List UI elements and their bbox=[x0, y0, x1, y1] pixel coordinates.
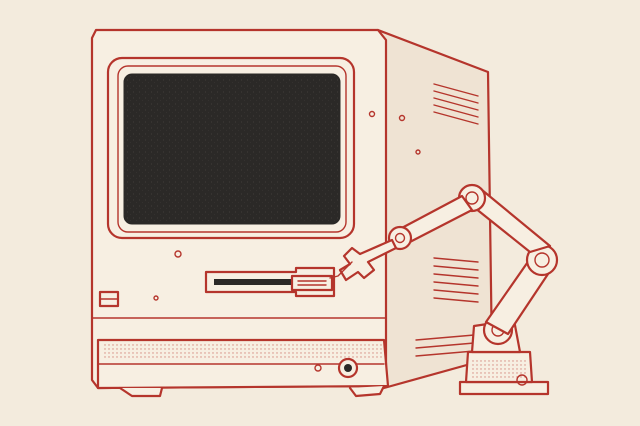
power-port-inner bbox=[344, 364, 352, 372]
indicator-led bbox=[314, 364, 322, 372]
robot-base-bolt bbox=[516, 374, 528, 386]
robot-base-halftone bbox=[470, 358, 528, 378]
robot-gripper bbox=[338, 238, 398, 282]
robotic-arm bbox=[329, 183, 559, 396]
base-halftone-band bbox=[102, 344, 382, 358]
brand-badge-icon bbox=[98, 290, 120, 308]
screen-bezel-inner bbox=[117, 65, 347, 233]
crt-screen bbox=[123, 73, 341, 225]
front-screw bbox=[174, 250, 182, 258]
robot-hand-joint-center bbox=[394, 232, 406, 244]
side-screw bbox=[415, 149, 421, 155]
robot-elbow-joint-center bbox=[534, 252, 550, 268]
side-vents-lower bbox=[433, 257, 479, 303]
robot-wrist-joint-center bbox=[465, 191, 479, 205]
computer-foot bbox=[348, 384, 386, 398]
floppy-slot-opening bbox=[214, 279, 330, 285]
computer-top-edge bbox=[95, 29, 489, 73]
computer-foot bbox=[118, 386, 164, 398]
gripper-tip bbox=[329, 261, 353, 279]
front-screw bbox=[153, 295, 159, 301]
side-vents-upper bbox=[433, 83, 479, 125]
robot-base-plate bbox=[458, 380, 550, 396]
floppy-disk bbox=[290, 274, 334, 292]
side-screw bbox=[398, 114, 406, 122]
front-screw bbox=[368, 110, 376, 118]
vintage-computer bbox=[90, 28, 494, 398]
